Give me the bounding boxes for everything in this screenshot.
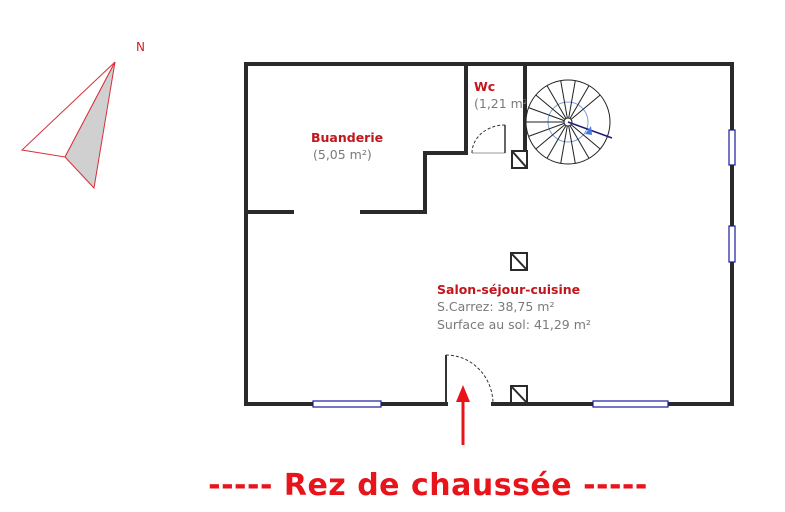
- stair-tread: [560, 125, 568, 164]
- stair-tread: [546, 85, 567, 119]
- stair-tread: [560, 80, 568, 119]
- room-area-wc: (1,21 m²: [474, 96, 526, 111]
- stair-tread: [528, 107, 565, 122]
- compass-north-label: N: [136, 40, 145, 54]
- stair-tread: [570, 94, 601, 120]
- stair-tread: [569, 85, 590, 119]
- room-area-buanderie: (5,05 m²): [313, 147, 372, 162]
- compass-arrow: [20, 61, 116, 190]
- stair-tread: [569, 125, 590, 159]
- room-name-salon: Salon-séjour-cuisine: [437, 282, 581, 297]
- page-title: ----- Rez de chaussée -----: [208, 468, 648, 503]
- stair-tread: [568, 80, 576, 119]
- room-carrez-salon: S.Carrez: 38,75 m²: [437, 299, 555, 314]
- room-floor-salon: Surface au sol: 41,29 m²: [437, 317, 591, 332]
- room-name-buanderie: Buanderie: [311, 130, 384, 145]
- entrance-arrow: [456, 385, 470, 445]
- spiral-staircase: [525, 79, 613, 165]
- stair-tread: [570, 124, 601, 150]
- stair-tread: [528, 122, 565, 137]
- chimneys: [510, 150, 528, 404]
- stair-tread: [546, 125, 567, 159]
- doors: [445, 124, 506, 405]
- windows: [312, 129, 736, 408]
- stair-tread: [535, 124, 566, 150]
- walls: [244, 62, 734, 406]
- room-name-wc: Wc: [474, 79, 496, 94]
- stair-tread: [568, 125, 576, 164]
- stair-tread: [535, 94, 566, 120]
